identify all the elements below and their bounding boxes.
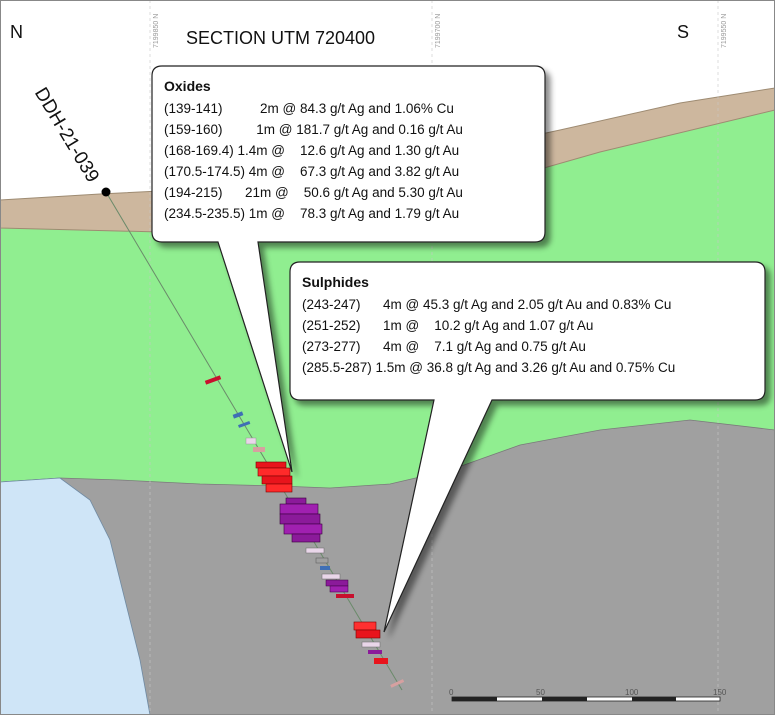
intercept-mark xyxy=(315,557,329,564)
sulphides-callout-bubble xyxy=(289,261,766,633)
scale-label: 100 xyxy=(625,688,639,697)
intercept-mark xyxy=(355,629,381,639)
oxides-row: (170.5-174.5) 4m @ 67.3 g/t Ag and 3.82 … xyxy=(164,164,460,179)
intercept-mark xyxy=(353,621,377,631)
intercept-mark xyxy=(305,547,325,554)
intercept-mark xyxy=(325,579,349,587)
scale-label: 150 xyxy=(713,688,727,697)
south-label: S xyxy=(677,22,690,42)
sulphides-title: Sulphides xyxy=(302,274,369,290)
intercept-mark xyxy=(320,566,330,570)
intercept-mark xyxy=(279,513,321,525)
intercept-mark xyxy=(279,503,319,515)
oxides-title: Oxides xyxy=(164,78,211,94)
intercept-mark xyxy=(245,437,257,445)
oxides-row: (234.5-235.5) 1m @ 78.3 g/t Ag and 1.79 … xyxy=(164,206,460,221)
blue-unit xyxy=(0,477,151,715)
intercept-mark xyxy=(253,447,265,452)
intercept-mark xyxy=(232,411,244,419)
intercept-mark xyxy=(321,573,341,580)
intercept-mark xyxy=(374,658,388,664)
intercept-mark xyxy=(368,650,382,654)
intercept-mark xyxy=(261,475,293,485)
drillhole-collar xyxy=(101,187,111,197)
section-title: SECTION UTM 720400 xyxy=(186,28,376,48)
sulphides-row: (251-252) 1m @ 10.2 g/t Ag and 1.07 g/t … xyxy=(302,318,594,333)
sulphides-row: (273-277) 4m @ 7.1 g/t Ag and 0.75 g/t A… xyxy=(302,339,586,354)
grid-label: 7199550 N xyxy=(721,13,728,48)
intercept-mark xyxy=(291,533,321,543)
oxides-callout-bubble xyxy=(151,65,546,473)
oxides-row: (139-141) 2m @ 84.3 g/t Ag and 1.06% Cu xyxy=(164,101,454,116)
intercept-mark xyxy=(329,585,349,593)
oxides-row: (194-215) 21m @ 50.6 g/t Ag and 5.30 g/t… xyxy=(164,185,463,200)
oxides-row: (168-169.4) 1.4m @ 12.6 g/t Ag and 1.30 … xyxy=(164,143,460,158)
intercept-mark xyxy=(204,375,222,385)
intercept-mark xyxy=(361,641,381,648)
scale-label: 50 xyxy=(536,688,545,697)
sulphides-callout: Sulphides (243-247) 4m @ 45.3 g/t Ag and… xyxy=(302,272,675,378)
oxides-row: (159-160) 1m @ 181.7 g/t Ag and 0.16 g/t… xyxy=(164,122,463,137)
intercept-mark xyxy=(265,483,293,493)
sulphides-row: (243-247) 4m @ 45.3 g/t Ag and 2.05 g/t … xyxy=(302,297,672,312)
intercept-mark xyxy=(336,594,354,598)
intercept-mark xyxy=(257,467,291,477)
scale-bar xyxy=(451,696,721,702)
grid-label: 7199700 N xyxy=(435,13,442,48)
intercept-mark xyxy=(283,523,323,535)
intercept-mark xyxy=(238,421,251,428)
grid-label: 7199850 N xyxy=(153,13,160,48)
scale-label: 0 xyxy=(449,688,454,697)
intercept-mark xyxy=(285,497,307,505)
sulphides-row: (285.5-287) 1.5m @ 36.8 g/t Ag and 3.26 … xyxy=(302,360,676,375)
north-label: N xyxy=(10,22,23,42)
intercept-mark xyxy=(255,461,287,469)
grid-lines xyxy=(149,0,719,715)
intercept-symbols xyxy=(204,375,405,688)
oxides-callout: Oxides (139-141) 2m @ 84.3 g/t Ag and 1.… xyxy=(164,76,463,224)
intercept-mark xyxy=(390,679,405,688)
